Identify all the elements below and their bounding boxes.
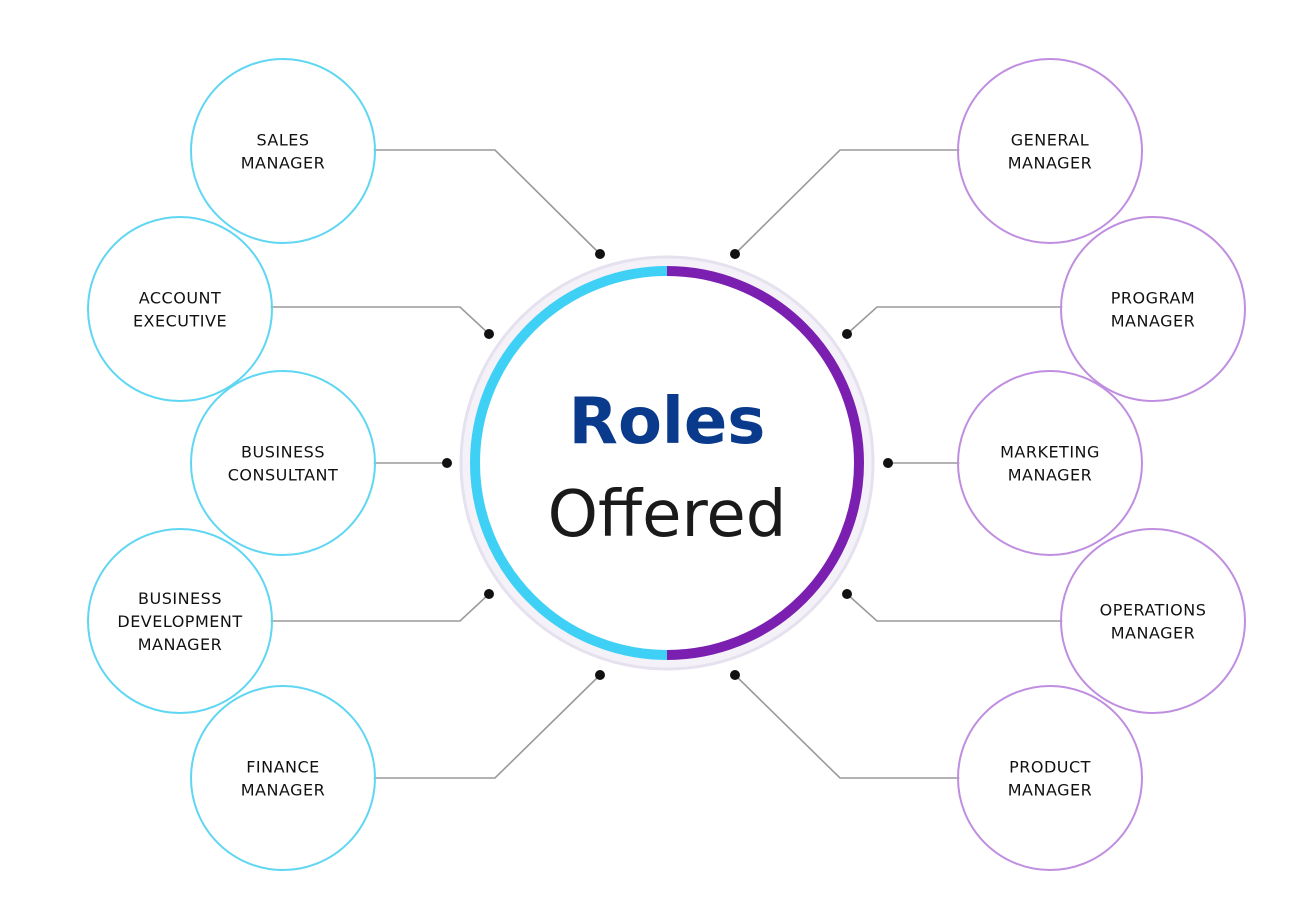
role-label-line: MANAGER <box>1008 466 1093 485</box>
role-label-line: OPERATIONS <box>1100 601 1207 620</box>
role-bubble-circle <box>87 216 273 402</box>
role-label-line: MANAGER <box>1111 624 1196 643</box>
role-label-line: MANAGER <box>1111 312 1196 331</box>
connector-layer <box>270 149 1063 779</box>
role-bubble-finance-manager: FINANCE MANAGER <box>190 685 376 871</box>
role-label-line: MANAGER <box>241 781 326 800</box>
role-label-line: MANAGER <box>241 154 326 173</box>
general-manager-connector-dot <box>730 249 740 259</box>
business-development-manager-connector-dot <box>484 589 494 599</box>
role-bubble-business-development-manager: BUSINESS DEVELOPMENT MANAGER <box>87 528 273 714</box>
center-hub: Roles Offered <box>459 255 875 671</box>
center-hub-face <box>475 271 859 655</box>
general-manager-connector <box>734 149 960 255</box>
role-bubble-sales-manager: SALES MANAGER <box>190 58 376 244</box>
center-subtitle: Offered <box>548 478 787 552</box>
role-label-line: GENERAL <box>1011 131 1089 150</box>
role-bubble-circle <box>957 370 1143 556</box>
role-bubble-circle <box>1060 216 1246 402</box>
role-label-line: ACCOUNT <box>139 289 222 308</box>
role-bubble-marketing-manager: MARKETING MANAGER <box>957 370 1143 556</box>
program-manager-connector-dot <box>842 329 852 339</box>
role-bubble-layer: SALES MANAGER ACCOUNT EXECUTIVE BUSINESS CONS… <box>87 58 1246 871</box>
role-bubble-circle <box>87 528 273 714</box>
center-hub-right-arc <box>666 266 864 660</box>
role-label-line: MANAGER <box>1008 154 1093 173</box>
program-manager-connector <box>846 306 1063 335</box>
account-executive-connector-dot <box>484 329 494 339</box>
center-hub-left-arc <box>470 266 668 660</box>
sales-manager-connector <box>373 149 601 255</box>
role-bubble-general-manager: GENERAL MANAGER <box>957 58 1143 244</box>
business-consultant-connector-dot <box>442 458 452 468</box>
role-bubble-operations-manager: OPERATIONS MANAGER <box>1060 528 1246 714</box>
role-label-line: MARKETING <box>1000 443 1100 462</box>
role-bubble-business-consultant: BUSINESS CONSULTANT <box>190 370 376 556</box>
role-label-line: BUSINESS <box>138 589 222 608</box>
role-bubble-product-manager: PRODUCT MANAGER <box>957 685 1143 871</box>
operations-manager-connector-dot <box>842 589 852 599</box>
account-executive-connector <box>270 306 490 335</box>
role-label-line: FINANCE <box>246 758 320 777</box>
center-title: Roles <box>569 385 766 459</box>
role-bubble-account-executive: ACCOUNT EXECUTIVE <box>87 216 273 402</box>
role-bubble-program-manager: PROGRAM MANAGER <box>1060 216 1246 402</box>
role-label-line: MANAGER <box>1008 781 1093 800</box>
role-label-line: PROGRAM <box>1111 289 1195 308</box>
sales-manager-connector-dot <box>595 249 605 259</box>
business-development-manager-connector <box>270 593 490 622</box>
role-bubble-circle <box>957 58 1143 244</box>
role-label-line: SALES <box>256 131 309 150</box>
role-label-line: CONSULTANT <box>228 466 339 485</box>
role-bubble-circle <box>190 370 376 556</box>
role-label-line: DEVELOPMENT <box>117 612 242 631</box>
finance-manager-connector <box>373 674 601 779</box>
marketing-manager-connector-dot <box>883 458 893 468</box>
product-manager-connector-dot <box>730 670 740 680</box>
role-bubble-circle <box>957 685 1143 871</box>
role-label-line: EXECUTIVE <box>133 312 227 331</box>
role-bubble-circle <box>1060 528 1246 714</box>
operations-manager-connector <box>846 593 1063 622</box>
role-label-line: MANAGER <box>138 635 223 654</box>
role-bubble-circle <box>190 685 376 871</box>
role-label-line: BUSINESS <box>241 443 325 462</box>
finance-manager-connector-dot <box>595 670 605 680</box>
role-label-line: PRODUCT <box>1009 758 1091 777</box>
product-manager-connector <box>734 674 960 779</box>
role-bubble-circle <box>190 58 376 244</box>
